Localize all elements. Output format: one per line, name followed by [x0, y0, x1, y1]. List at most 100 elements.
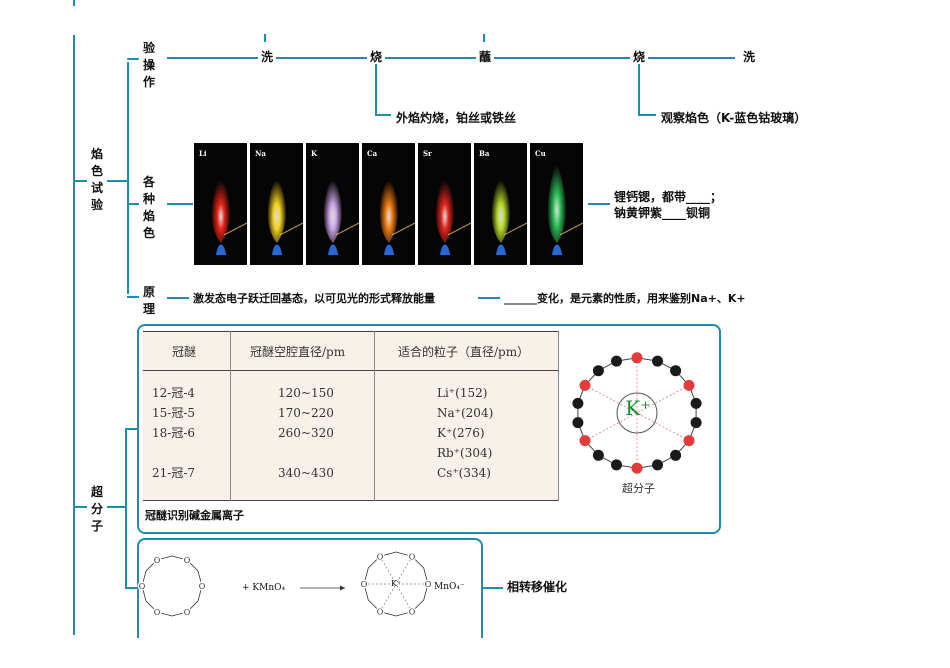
- flame-photo-na: Na: [250, 143, 303, 265]
- step-wash-1: 洗: [258, 50, 276, 65]
- crown-col2: 120~150 170~220 260~320 340~430: [278, 383, 334, 483]
- oxygen-atom: [684, 380, 695, 391]
- carbon-atom: [572, 417, 583, 428]
- oxygen-label: O: [184, 608, 191, 617]
- burn2-down: [638, 64, 640, 114]
- structure-caption: 超分子: [622, 480, 655, 496]
- crown-col3: Li⁺(152) Na⁺(204) K⁺(276) Rb⁺(304) Cs⁺(3…: [437, 383, 493, 483]
- table-cell: Na⁺(204): [437, 403, 493, 423]
- oxygen-atom: [632, 463, 643, 474]
- carbon-atom: [593, 365, 604, 376]
- oxygen-label: O: [377, 552, 384, 561]
- flame-photo-ca: Ca: [362, 143, 415, 265]
- oxygen-label: O: [377, 608, 384, 617]
- carbon-atom: [691, 417, 702, 428]
- supra-branch-link: [107, 506, 127, 508]
- tick-2: [483, 34, 485, 42]
- oxygen-atom: [580, 435, 591, 446]
- header-particle: 适合的粒子（直径/pm）: [398, 342, 529, 362]
- crown-table-header-rule: [143, 370, 558, 371]
- crown-col-div2: [374, 331, 375, 501]
- table-cell: Li⁺(152): [437, 383, 493, 403]
- table-cell: 260~320: [278, 423, 334, 443]
- table-cell: 12-冠-4: [152, 383, 195, 403]
- bracket-bottom-curve: [127, 296, 139, 298]
- oxygen-label: O: [199, 582, 206, 591]
- crown-col-div1: [230, 331, 231, 501]
- note-second-burn: 观察焰色（K-蓝色钴玻璃）: [661, 111, 806, 126]
- flame-photo-sr: Sr: [418, 143, 471, 265]
- flame-photo-ba: Ba: [474, 143, 527, 265]
- bracket-mid-link: [119, 180, 129, 182]
- oxygen-atom: [632, 352, 643, 363]
- principle-line-2: [478, 297, 500, 299]
- bracket-top-curve: [127, 58, 139, 60]
- oxygen-atom: [580, 380, 591, 391]
- bracket-colors-link: [127, 203, 139, 205]
- flame-shape: [418, 143, 471, 265]
- carbon-atom: [593, 450, 604, 461]
- crown-box-caption: 冠醚识别碱金属离子: [145, 508, 244, 523]
- table-cell: K⁺(276): [437, 423, 493, 443]
- step-dip: 蘸: [476, 50, 494, 65]
- step-wash-2: 洗: [740, 50, 758, 65]
- principle-line-1: [167, 297, 189, 299]
- header-diameter: 冠醚空腔直径/pm: [250, 342, 345, 362]
- phase-transfer-label: 相转移催化: [507, 580, 567, 595]
- supra-bracket-vertical: [125, 430, 127, 588]
- flame-mnemonic-line1: 锂钙锶，都带____；: [614, 190, 722, 205]
- reaction-product-anion: MnO₄⁻: [434, 582, 465, 592]
- reaction-center-label: K⁺: [391, 579, 401, 588]
- colors-label: 各种 焰色: [142, 174, 156, 242]
- flame-shape: [474, 143, 527, 265]
- flame-shape: [194, 143, 247, 265]
- flame-shape: [530, 143, 583, 265]
- crown-col1: 12-冠-4 15-冠-5 18-冠-6 21-冠-7: [152, 383, 195, 483]
- oxygen-label: O: [154, 556, 161, 565]
- table-cell: 21-冠-7: [152, 463, 195, 483]
- table-cell: Rb⁺(304): [437, 443, 493, 463]
- oxygen-label: O: [361, 580, 368, 589]
- flame-shape: [250, 143, 303, 265]
- supramolecule-title: 超分子: [90, 484, 104, 535]
- crown-col-div3: [558, 331, 559, 501]
- oxygen-label: O: [409, 552, 416, 561]
- carbon-atom: [611, 459, 622, 470]
- principle-label: 原理: [142, 284, 156, 318]
- tick-1: [264, 34, 266, 42]
- table-cell: 120~150: [278, 383, 334, 403]
- flame-shape: [362, 143, 415, 265]
- burn1-right: [375, 114, 391, 116]
- top-marker: [73, 0, 75, 6]
- oxygen-atom: [684, 435, 695, 446]
- table-cell: 15-冠-5: [152, 403, 195, 423]
- flame-branch-bracket: [107, 180, 119, 182]
- step-burn-1: 烧: [367, 50, 385, 65]
- flame-photo-cu: Cu: [530, 143, 583, 265]
- flame-bracket-vertical: [127, 62, 129, 294]
- carbon-atom: [611, 356, 622, 367]
- flame-test-title: 焰色 试验: [90, 146, 104, 214]
- burn1-down: [375, 64, 377, 114]
- carbon-atom: [652, 459, 663, 470]
- table-cell: 18-冠-6: [152, 423, 195, 443]
- step-burn-2: 烧: [630, 50, 648, 65]
- reaction-to-conclusion: [481, 587, 503, 589]
- table-cell: 170~220: [278, 403, 334, 423]
- oxygen-label: O: [154, 608, 161, 617]
- flame-photo-k: K: [306, 143, 359, 265]
- table-cell: 340~430: [278, 463, 334, 483]
- structure-center-label: K⁺: [620, 396, 656, 420]
- operation-flow-line: [167, 57, 735, 59]
- oxygen-label: O: [409, 608, 416, 617]
- carbon-atom: [652, 356, 663, 367]
- flame-mnemonic-line2: 钠黄钾紫____钡铜: [614, 206, 710, 221]
- main-spine: [73, 35, 75, 635]
- principle-conclusion: ______变化，是元素的性质，用来鉴别Na+、K+: [504, 291, 746, 306]
- table-cell: Cs⁺(334): [437, 463, 493, 483]
- crown-table-top-rule: [143, 331, 558, 332]
- colors-to-photos: [167, 203, 193, 205]
- oxygen-label: O: [139, 582, 146, 591]
